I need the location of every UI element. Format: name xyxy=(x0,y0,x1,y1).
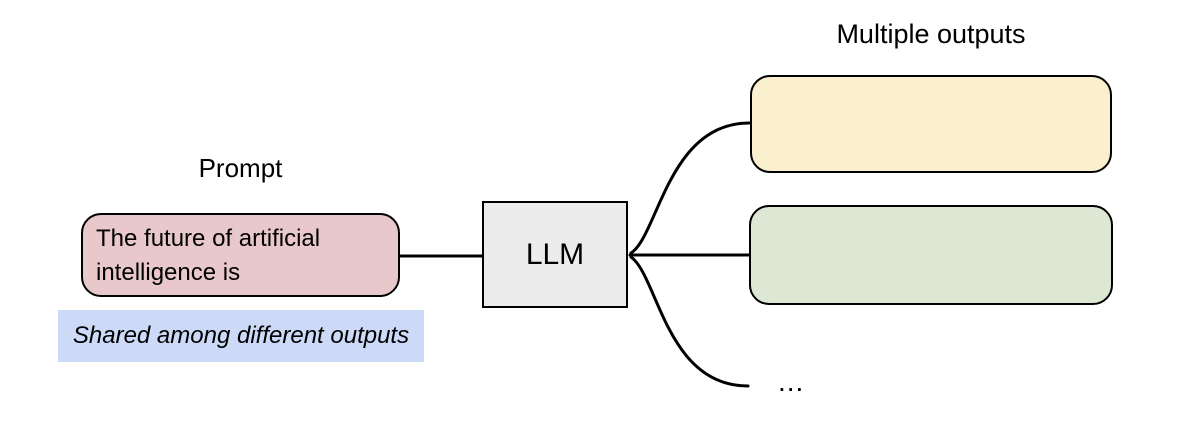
llm-box: LLM xyxy=(482,201,628,308)
connector-llm-to-more-outputs xyxy=(629,255,750,388)
shared-note: Shared among different outputs xyxy=(58,310,424,362)
more-outputs-ellipsis: ... xyxy=(778,366,805,397)
llm-box-label: LLM xyxy=(525,237,585,271)
prompt-heading: Prompt xyxy=(198,153,283,183)
shared-note-text: Shared among different outputs xyxy=(72,322,410,349)
prompt-box-text: The future of artificial intelligence is xyxy=(96,225,321,286)
prompt-box: The future of artificial intelligence is xyxy=(81,213,400,297)
connector-llm-to-output1 xyxy=(629,121,751,255)
output-box-1 xyxy=(750,75,1112,173)
multiple-outputs-heading: Multiple outputs xyxy=(836,19,1026,49)
output-box-2 xyxy=(749,205,1113,305)
